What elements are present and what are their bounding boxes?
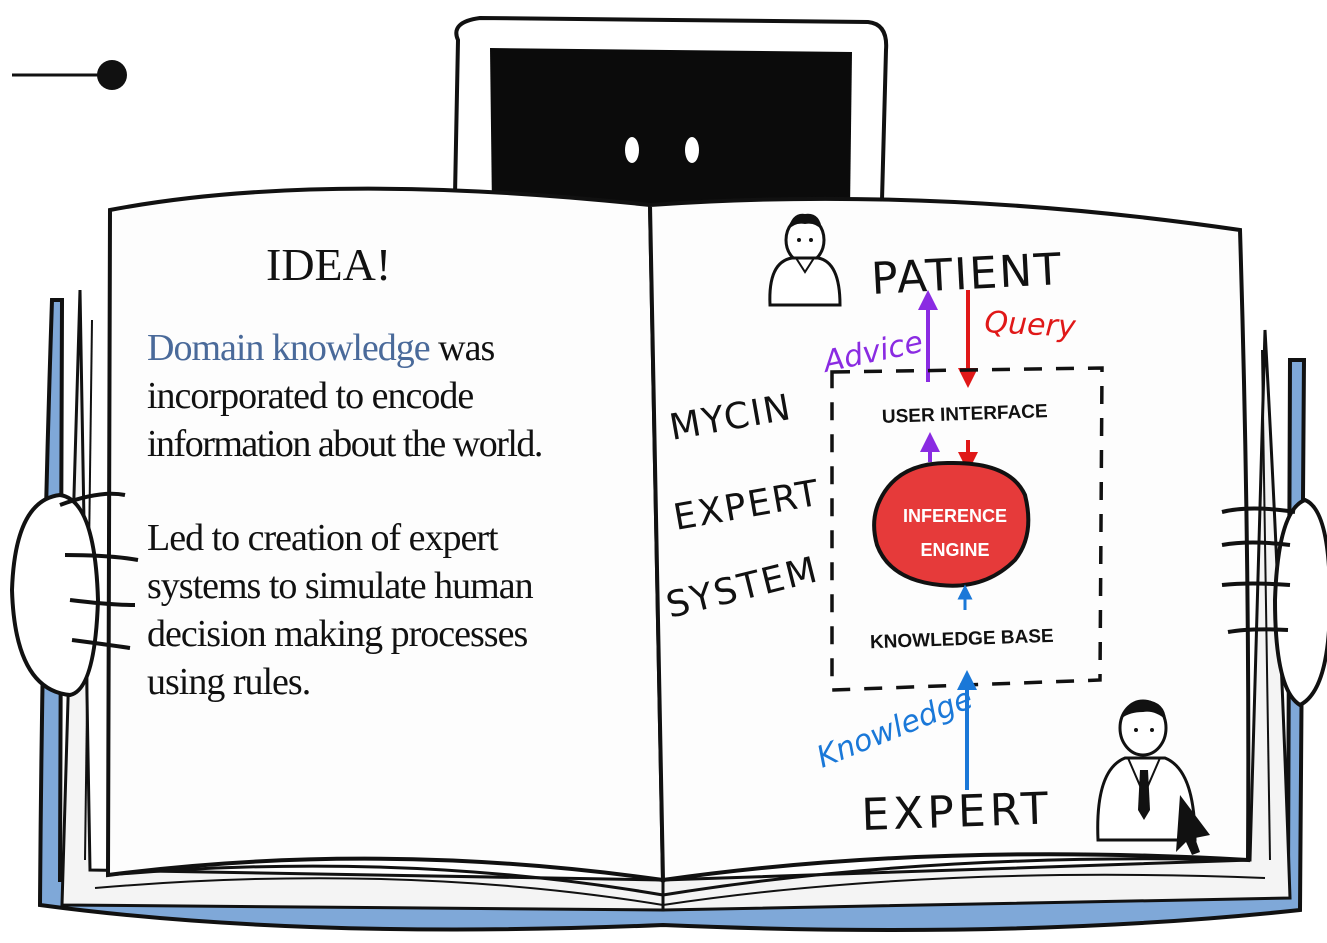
inference-engine-label-line-2: ENGINE bbox=[920, 540, 989, 560]
paragraph-1-line-3: information about the world. bbox=[147, 423, 542, 465]
left-hand-icon bbox=[9, 491, 139, 698]
page-title: IDEA! bbox=[266, 239, 391, 290]
query-label: Query bbox=[984, 305, 1078, 345]
expert-system-boundary bbox=[830, 366, 1104, 692]
inference-engine-label-line-1: INFERENCE bbox=[903, 506, 1007, 526]
expert-label: EXPERT bbox=[861, 783, 1053, 841]
paragraph-2-line-4: using rules. bbox=[147, 661, 310, 703]
paragraph-1-line-1: Domain knowledge was bbox=[147, 327, 494, 369]
paragraph-2-line-3: decision making processes bbox=[147, 613, 527, 655]
paragraph-1-line-1-rest: was bbox=[430, 327, 495, 369]
inference-engine-blob bbox=[872, 460, 1031, 588]
slide-marker bbox=[12, 60, 127, 90]
patient-person-icon bbox=[768, 213, 842, 307]
right-hand-icon bbox=[1221, 497, 1327, 708]
paragraph-2-line-2: systems to simulate human bbox=[147, 565, 534, 607]
paragraph-1-line-2: incorporated to encode bbox=[147, 375, 473, 417]
domain-knowledge-highlight: Domain knowledge bbox=[147, 327, 430, 369]
computer-character-icon bbox=[452, 15, 889, 219]
expert-person-icon bbox=[1096, 699, 1210, 855]
paragraph-2-line-1: Led to creation of expert bbox=[147, 517, 499, 559]
